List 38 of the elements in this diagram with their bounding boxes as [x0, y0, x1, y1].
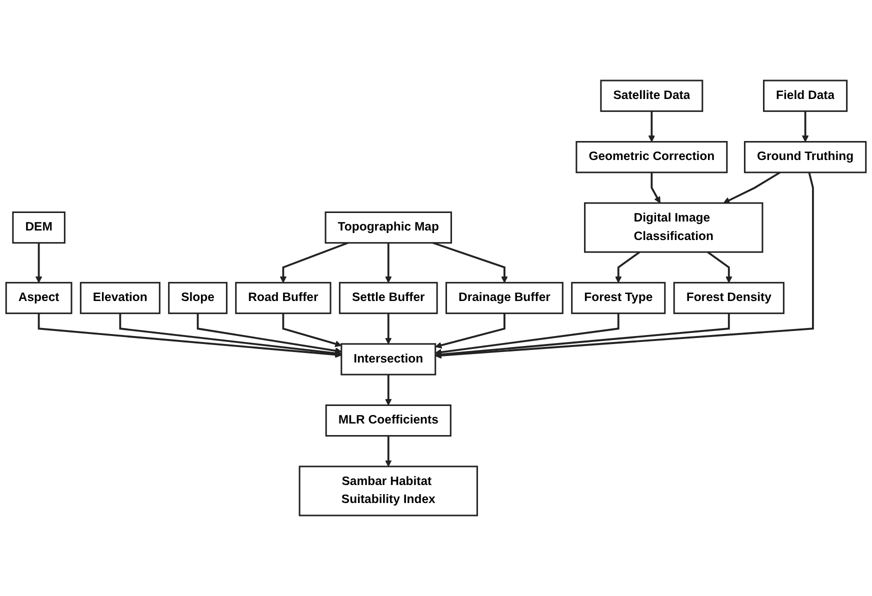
node-box: Settle Buffer	[338, 282, 438, 314]
arrow	[802, 111, 809, 142]
arrow	[707, 251, 732, 283]
node-box: Slope	[168, 282, 228, 314]
node-box: Topographic Map	[324, 211, 452, 244]
node-box: Forest Density	[673, 282, 784, 314]
node-box: Drainage Buffer	[445, 282, 564, 314]
arrow	[435, 172, 814, 359]
arrow	[38, 313, 342, 358]
node-box: MLR Coefficients	[325, 404, 452, 437]
node-box: Satellite Data	[600, 80, 704, 112]
arrow	[435, 313, 506, 349]
arrow	[432, 242, 508, 283]
node-box: DEM	[12, 211, 66, 244]
arrow	[385, 436, 392, 467]
node-box: Road Buffer	[235, 282, 332, 314]
node-box: Digital Image Classification	[584, 202, 764, 253]
node-box: Forest Type	[571, 282, 666, 314]
node-box: Field Data	[763, 80, 848, 112]
arrow	[385, 374, 392, 406]
node-box: Intersection	[340, 343, 436, 376]
arrow	[119, 313, 342, 357]
arrow	[385, 313, 392, 344]
arrow	[282, 313, 342, 348]
node-box: Elevation	[80, 282, 160, 314]
node-box: Geometric Correction	[576, 141, 728, 174]
arrow	[280, 242, 348, 283]
node-box: Ground Truthing	[744, 141, 867, 174]
node-box: Aspect	[5, 282, 72, 314]
arrow	[435, 313, 620, 356]
arrow	[648, 111, 656, 142]
arrow	[723, 172, 781, 204]
arrow	[650, 172, 660, 204]
arrow	[385, 242, 392, 283]
arrow	[196, 313, 342, 354]
arrow	[35, 242, 42, 283]
node-box: Sambar Habitat Suitability Index	[298, 466, 478, 516]
arrow	[615, 251, 640, 283]
